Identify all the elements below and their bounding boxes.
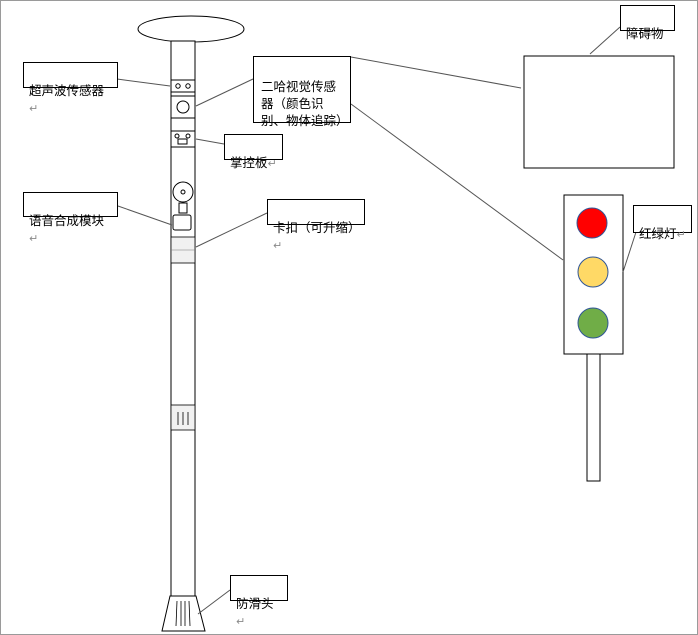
traffic-light-red-lamp bbox=[576, 207, 608, 239]
traffic-light-post bbox=[586, 353, 601, 482]
label-clip-text: 卡扣（可升缩） bbox=[273, 220, 361, 235]
label-clip: 卡扣（可升缩） ↵ bbox=[267, 199, 365, 252]
traffic-light bbox=[563, 194, 624, 482]
label-obstacle-text: 障碍物 bbox=[626, 26, 664, 41]
traffic-light-green-lamp bbox=[577, 307, 609, 339]
label-vision-text: 二哈视觉传感器（颜色识别、物体追踪） bbox=[261, 79, 349, 128]
voice-module bbox=[172, 181, 194, 231]
label-board-text: 掌控板 bbox=[230, 155, 268, 170]
return-mark: ↵ bbox=[267, 157, 277, 170]
leader-ultrasonic bbox=[116, 78, 171, 87]
label-traffic-light: 红绿灯↵ bbox=[633, 205, 692, 241]
leader-vision-sensor bbox=[195, 78, 254, 107]
return-mark: ↵ bbox=[236, 615, 246, 628]
clip-lower bbox=[170, 404, 196, 431]
label-anti-slip-text: 防滑头 bbox=[236, 596, 274, 611]
label-anti-slip: 防滑头 ↵ bbox=[230, 575, 288, 628]
cane-top-disc bbox=[137, 15, 245, 43]
leader-vision-to-light bbox=[350, 103, 564, 261]
return-mark: ↵ bbox=[29, 232, 39, 245]
leader-traffic-light bbox=[622, 228, 638, 273]
leader-lines bbox=[116, 26, 638, 615]
ultrasonic-sensor-module bbox=[170, 79, 196, 93]
label-traffic-light-text: 红绿灯 bbox=[639, 226, 677, 241]
label-control-board: 掌控板↵ bbox=[224, 134, 283, 170]
label-obstacle: 障碍物 bbox=[620, 5, 675, 41]
return-mark: ↵ bbox=[29, 102, 39, 115]
vision-sensor-module bbox=[170, 95, 196, 119]
label-voice-module: 语音合成模块 ↵ bbox=[23, 192, 118, 245]
cane-pole bbox=[170, 40, 196, 597]
leader-anti-slip bbox=[197, 589, 231, 615]
obstacle-box bbox=[523, 55, 675, 169]
return-mark: ↵ bbox=[676, 228, 686, 241]
label-vision-sensor: 二哈视觉传感器（颜色识别、物体追踪）↵ bbox=[253, 56, 351, 145]
anti-slip-tip bbox=[161, 595, 206, 632]
leader-vision-to-obstacle bbox=[350, 56, 522, 89]
return-mark: ↵ bbox=[273, 239, 283, 252]
label-ultrasonic-sensor: 超声波传感器 ↵ bbox=[23, 62, 118, 115]
leader-clip bbox=[195, 212, 268, 248]
traffic-light-yellow-lamp bbox=[577, 256, 609, 288]
label-ultrasonic-text: 超声波传感器 bbox=[29, 83, 105, 98]
label-voice-text: 语音合成模块 bbox=[29, 213, 105, 228]
clip-upper bbox=[170, 236, 196, 264]
control-board-module bbox=[170, 130, 196, 148]
leader-board bbox=[195, 138, 225, 145]
leader-obstacle bbox=[589, 26, 621, 55]
leader-voice bbox=[117, 205, 173, 226]
